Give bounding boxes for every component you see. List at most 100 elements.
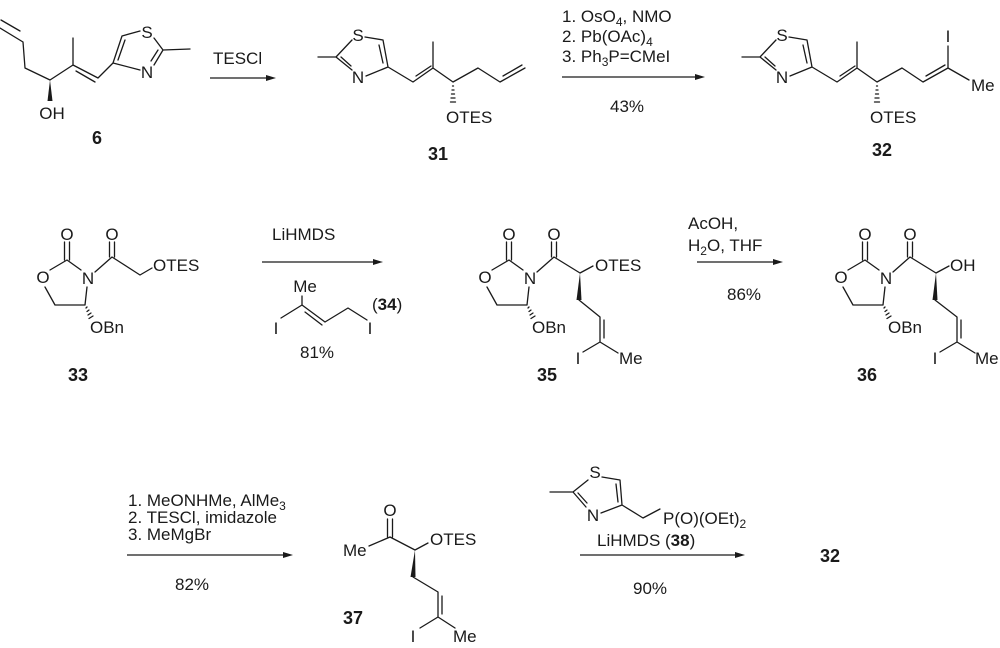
bonds: [842, 241, 976, 354]
atom-me: Me: [619, 349, 643, 368]
step-4: AcOH, H2O, THF 86%: [688, 214, 783, 304]
atom-o-ring: O: [478, 268, 491, 287]
reagent-line-3: 3. Ph3P=CMeI: [562, 47, 670, 69]
reagent-line-2: 2. Pb(OAc)4: [562, 27, 653, 49]
atom-obn: OBn: [90, 318, 124, 337]
compound-37: Me O OTES I Me 37: [343, 501, 477, 646]
compound-35: O O N O OTES OBn I Me 35: [478, 225, 642, 385]
atom-s: S: [141, 23, 152, 42]
reagent-line-1: 1. OsO4, NMO: [562, 7, 672, 29]
compound-number: 37: [343, 608, 363, 628]
compound-6: S N OH 6: [0, 19, 191, 148]
compound-number-32-product: 32: [820, 546, 840, 566]
atom-me: Me: [293, 277, 317, 296]
reagent: TESCl: [213, 49, 262, 68]
atom-n: N: [587, 506, 599, 525]
atom-me: Me: [971, 76, 995, 95]
bonds: [44, 241, 153, 306]
atom-oh: OH: [39, 104, 65, 123]
atom-s: S: [776, 26, 787, 45]
atom-i: I: [274, 319, 279, 338]
bonds: [486, 241, 619, 354]
reagent-line-1: AcOH,: [688, 214, 738, 233]
atom-obn: OBn: [532, 318, 566, 337]
atom-i: I: [576, 349, 581, 368]
hashed-bond: [449, 85, 457, 103]
compound-number: 33: [68, 365, 88, 385]
arrowhead: [773, 259, 783, 265]
atom-o-ring: O: [36, 268, 49, 287]
compound-36: O O N O OH OBn I Me 36: [834, 225, 998, 385]
atom-o-acyl: O: [547, 225, 560, 244]
hashed-bond: [85, 306, 94, 320]
atom-i: I: [411, 627, 416, 646]
step-5: 1. MeONHMe, AlMe3 2. TESCl, imidazole 3.…: [127, 491, 293, 594]
reagent-line-1: 1. MeONHMe, AlMe3: [128, 491, 286, 513]
atom-otes: OTES: [153, 256, 199, 275]
step-3: LiHMDS Me I I (34) 81%: [262, 225, 402, 362]
atom-o-carbamate: O: [858, 225, 871, 244]
compound-32: S N OTES I Me 32: [741, 26, 995, 160]
arrowhead: [283, 552, 293, 558]
bonds: [0, 19, 191, 83]
atom-otes: OTES: [446, 108, 492, 127]
bonds: [549, 476, 661, 519]
compound-number: 6: [92, 128, 102, 148]
arrowhead: [695, 74, 705, 80]
arrowhead: [373, 259, 383, 265]
atom-s: S: [589, 463, 600, 482]
bonds: [368, 518, 456, 629]
yield: 43%: [610, 97, 644, 116]
yield: 86%: [727, 285, 761, 304]
atom-i: I: [368, 319, 373, 338]
atom-otes: OTES: [430, 530, 476, 549]
arrowhead: [735, 552, 745, 558]
atom-o-carbamate: O: [502, 225, 515, 244]
yield: 82%: [175, 575, 209, 594]
reagent: LiHMDS: [272, 225, 335, 244]
atom-n: N: [776, 68, 788, 87]
hashed-bond: [873, 85, 881, 103]
reagent-line-3: 3. MeMgBr: [128, 525, 211, 544]
atom-o-acyl: O: [903, 225, 916, 244]
compound-33: O O N O OTES OBn 33: [36, 225, 199, 385]
compound-number: 36: [857, 365, 877, 385]
atom-me: Me: [453, 627, 477, 646]
wedge-bond: [576, 273, 582, 300]
atom-n: N: [880, 269, 892, 288]
reagent-line-2: 2. TESCl, imidazole: [128, 508, 277, 527]
compound-31: S N OTES 31: [317, 26, 526, 164]
wedge-bond: [410, 550, 416, 577]
bonds: [280, 295, 368, 326]
atom-otes: OTES: [870, 108, 916, 127]
atom-obn: OBn: [888, 318, 922, 337]
compound-38: S N P(O)(OEt)2: [549, 463, 747, 531]
atom-n: N: [352, 68, 364, 87]
atom-me-ketone: Me: [343, 541, 367, 560]
hashed-bond: [883, 306, 892, 320]
arrowhead: [266, 75, 276, 81]
reagent: LiHMDS (38): [597, 531, 695, 550]
atom-o-carbamate: O: [60, 225, 73, 244]
compound-number-label: (34): [372, 295, 402, 314]
bonds: [741, 36, 970, 83]
compound-number: 35: [537, 365, 557, 385]
atom-n: N: [82, 269, 94, 288]
atom-i: I: [946, 27, 951, 46]
atom-s: S: [352, 26, 363, 45]
wedge-bond: [932, 273, 938, 300]
step-6: S N P(O)(OEt)2 LiHMDS (38) 90%: [549, 463, 747, 598]
wedge-bond: [47, 80, 53, 101]
atom-n: N: [141, 63, 153, 82]
atom-n: N: [524, 269, 536, 288]
reagent-line-2: H2O, THF: [688, 236, 762, 258]
step-2: 1. OsO4, NMO 2. Pb(OAc)4 3. Ph3P=CMeI 43…: [562, 7, 705, 116]
compound-number: 31: [428, 144, 448, 164]
step-1: TESCl: [210, 49, 276, 81]
atom-i: I: [933, 349, 938, 368]
atom-o-acyl: O: [105, 225, 118, 244]
yield: 90%: [633, 579, 667, 598]
atom-oh: OH: [950, 256, 976, 275]
atom-otes: OTES: [595, 256, 641, 275]
